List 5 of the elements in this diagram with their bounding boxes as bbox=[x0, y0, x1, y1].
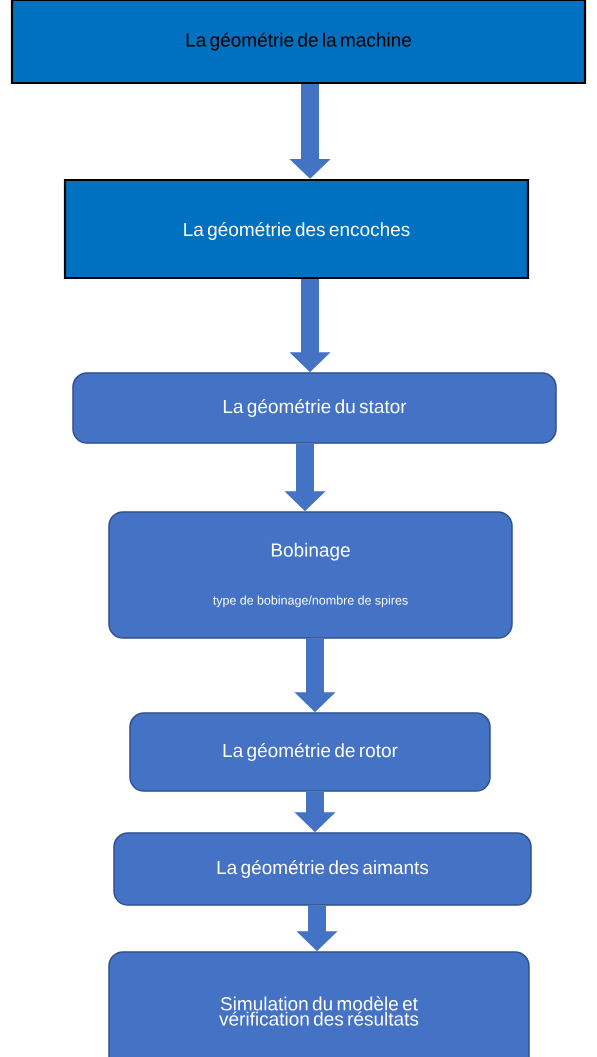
process-box: La géométrie de la machine bbox=[10, 0, 587, 85]
process-box: Bobinage type de bobinage/nombre de spires bbox=[108, 511, 513, 639]
process-box: Simulation du modèle et vérification des résultats bbox=[108, 951, 530, 1057]
process-box: La géométrie de rotor bbox=[129, 712, 491, 792]
process-box: La géométrie des encoches bbox=[63, 178, 530, 280]
